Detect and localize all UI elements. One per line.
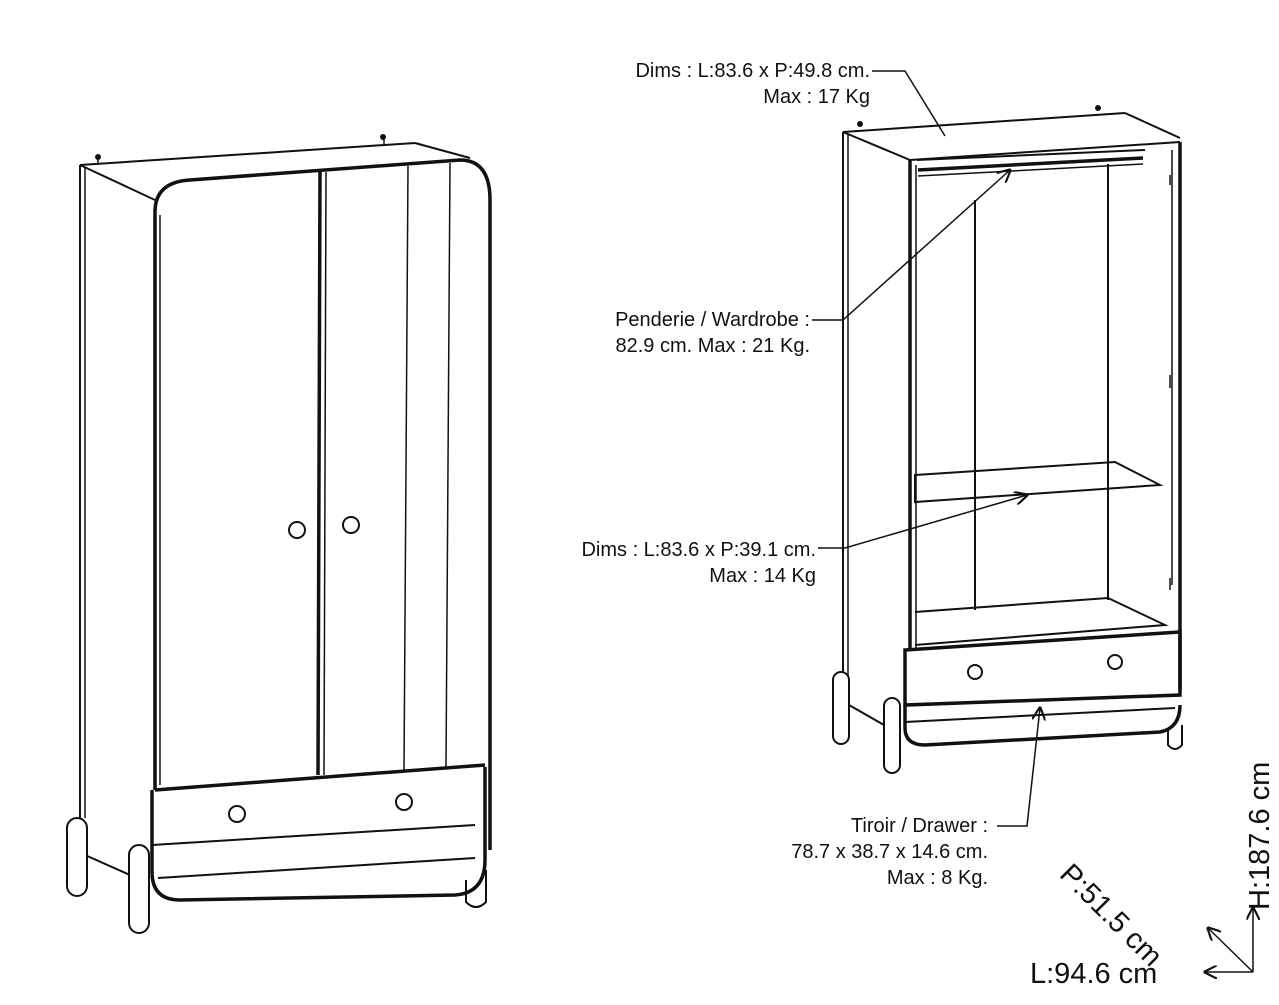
shelf-dims-callout: Dims : L:83.6 x P:39.1 cm. Max : 14 Kg: [480, 537, 816, 589]
closed-wardrobe: [66, 134, 492, 934]
top-dims-line1: Dims : L:83.6 x P:49.8 cm.: [635, 60, 870, 82]
drawer-line2: 78.7 x 38.7 x 14.6 cm.: [791, 841, 988, 863]
wardrobe-rail-callout: Penderie / Wardrobe : 82.9 cm. Max : 21 …: [530, 307, 810, 359]
open-wardrobe: [832, 105, 1183, 774]
drawer-line3: Max : 8 Kg.: [886, 867, 988, 889]
leader-lines: [812, 70, 1040, 827]
top-dims-callout: Dims : L:83.6 x P:49.8 cm. Max : 17 Kg: [540, 58, 870, 110]
wardrobe-rail-line2: 82.9 cm. Max : 21 Kg.: [615, 335, 810, 357]
shelf-dims-line2: Max : 14 Kg: [709, 565, 816, 587]
dimension-axes: [1205, 908, 1253, 972]
drawer-line1: Tiroir / Drawer :: [850, 815, 988, 837]
drawer-callout: Tiroir / Drawer : 78.7 x 38.7 x 14.6 cm.…: [700, 813, 988, 891]
top-dims-line2: Max : 17 Kg: [763, 86, 870, 108]
shelf-dims-line1: Dims : L:83.6 x P:39.1 cm.: [581, 539, 816, 561]
width-dimension: L:94.6 cm: [1030, 958, 1158, 990]
wardrobe-rail-line1: Penderie / Wardrobe :: [615, 309, 810, 331]
height-dimension: H:187.6 cm: [1244, 761, 1276, 910]
